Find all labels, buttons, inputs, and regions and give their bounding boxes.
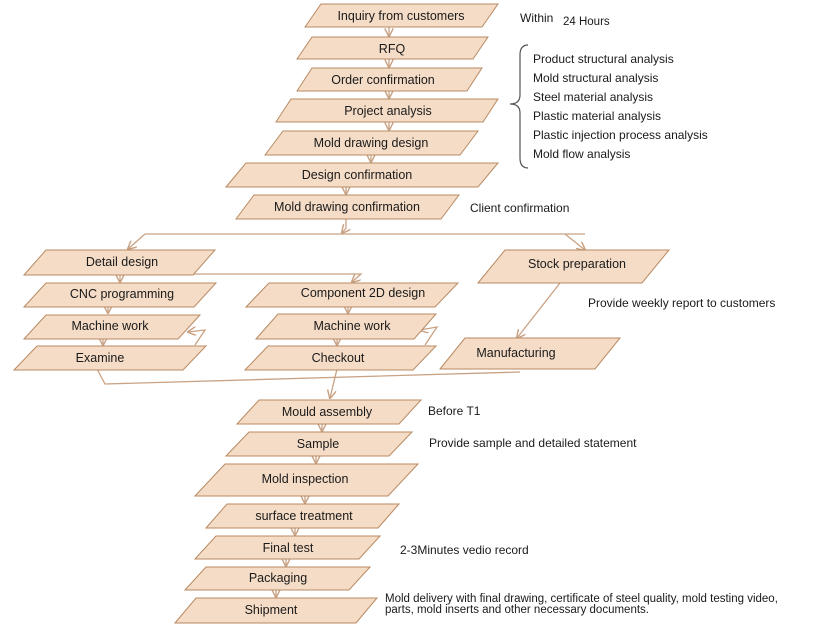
arrow-examine-rework [188, 330, 207, 346]
node-shipment: Shipment [173, 597, 379, 624]
node-stock-preparation: Stock preparation [476, 249, 671, 284]
node-examine-label: Examine [76, 351, 125, 365]
note-within-hours: 24 Hours [563, 16, 610, 28]
node-mold-inspection-label: Mold inspection [262, 472, 349, 486]
node-surface-treatment-label: surface treatment [255, 509, 353, 523]
node-inquiry: Inquiry from customers [304, 3, 499, 28]
node-examine: Examine [12, 345, 208, 371]
arrow-confirmation-split [342, 219, 346, 233]
arrow-stock-manufacturing [517, 282, 561, 338]
node-surface-treatment: surface treatment [204, 503, 401, 529]
node-cnc-programming: CNC programming [22, 282, 218, 308]
node-final-test-label: Final test [263, 541, 314, 555]
analysis-item: Plastic injection process analysis [533, 128, 708, 142]
node-mould-assembly: Mould assembly [235, 399, 423, 425]
note-delivery-line-1: Mold delivery with final drawing, certif… [385, 593, 778, 605]
node-mold-drawing-confirmation-label: Mold drawing confirmation [274, 200, 420, 214]
note-weekly-report: Provide weekly report to customers [588, 296, 775, 310]
node-checkout-label: Checkout [312, 351, 365, 365]
node-checkout: Checkout [243, 345, 438, 371]
analysis-item: Steel material analysis [533, 90, 653, 104]
note-sample-statement: Provide sample and detailed statement [429, 436, 637, 450]
node-manufacturing-label: Manufacturing [476, 346, 555, 360]
analysis-item: Product structural analysis [533, 52, 674, 66]
node-mold-drawing-design-label: Mold drawing design [314, 136, 429, 150]
analysis-list: Product structural analysis Mold structu… [533, 52, 708, 161]
node-cnc-programming-label: CNC programming [70, 287, 174, 301]
node-component-2d-design: Component 2D design [244, 282, 460, 308]
node-design-confirmation: Design confirmation [224, 162, 500, 188]
node-machine-work-mid: Machine work [254, 313, 438, 340]
node-stock-preparation-label: Stock preparation [528, 257, 626, 271]
node-machine-work-left-label: Machine work [71, 319, 149, 333]
note-delivery-line-2: parts, mold inserts and other necessary … [385, 604, 649, 616]
note-video-record: 2-3Minutes vedio record [400, 543, 529, 557]
note-within: Within 24 Hours [520, 11, 610, 28]
node-design-confirmation-label: Design confirmation [302, 168, 413, 182]
node-order-confirmation-label: Order confirmation [331, 73, 435, 87]
node-detail-design: Detail design [22, 249, 217, 276]
node-mold-drawing-design: Mold drawing design [264, 130, 479, 156]
node-component-2d-design-label: Component 2D design [301, 286, 425, 300]
node-sample-label: Sample [297, 437, 339, 451]
analysis-item: Mold flow analysis [533, 147, 630, 161]
arrow-to-assembly [330, 368, 338, 398]
node-final-test: Final test [193, 535, 382, 560]
node-order-confirmation: Order confirmation [296, 67, 483, 92]
node-packaging: Packaging [183, 566, 372, 591]
node-sample: Sample [224, 431, 414, 457]
note-client-confirmation: Client confirmation [470, 201, 569, 215]
node-mold-inspection: Mold inspection [193, 463, 420, 497]
node-mold-drawing-confirmation: Mold drawing confirmation [235, 194, 460, 220]
node-machine-work-mid-label: Machine work [313, 319, 391, 333]
merge-line [96, 368, 521, 385]
analysis-item: Mold structural analysis [533, 71, 658, 85]
arrow-checkout-rework [420, 327, 439, 346]
node-mould-assembly-label: Mould assembly [282, 405, 373, 419]
arrow-to-stock [564, 233, 585, 250]
node-detail-design-label: Detail design [86, 255, 158, 269]
node-shipment-label: Shipment [245, 603, 298, 617]
node-inquiry-label: Inquiry from customers [337, 9, 464, 23]
analysis-brace [509, 44, 529, 169]
node-project-analysis: Project analysis [275, 98, 499, 123]
note-within-label: Within [520, 11, 553, 25]
arrow-detail-component [185, 274, 363, 282]
node-machine-work-left: Machine work [22, 314, 202, 340]
node-rfq-label: RFQ [379, 42, 406, 56]
node-packaging-label: Packaging [249, 571, 307, 585]
node-manufacturing: Manufacturing [438, 337, 622, 370]
arrow-to-detail-design [128, 233, 146, 249]
node-rfq: RFQ [296, 36, 489, 60]
node-project-analysis-label: Project analysis [344, 104, 432, 118]
analysis-item: Plastic material analysis [533, 109, 661, 123]
note-before-t1: Before T1 [428, 404, 481, 418]
